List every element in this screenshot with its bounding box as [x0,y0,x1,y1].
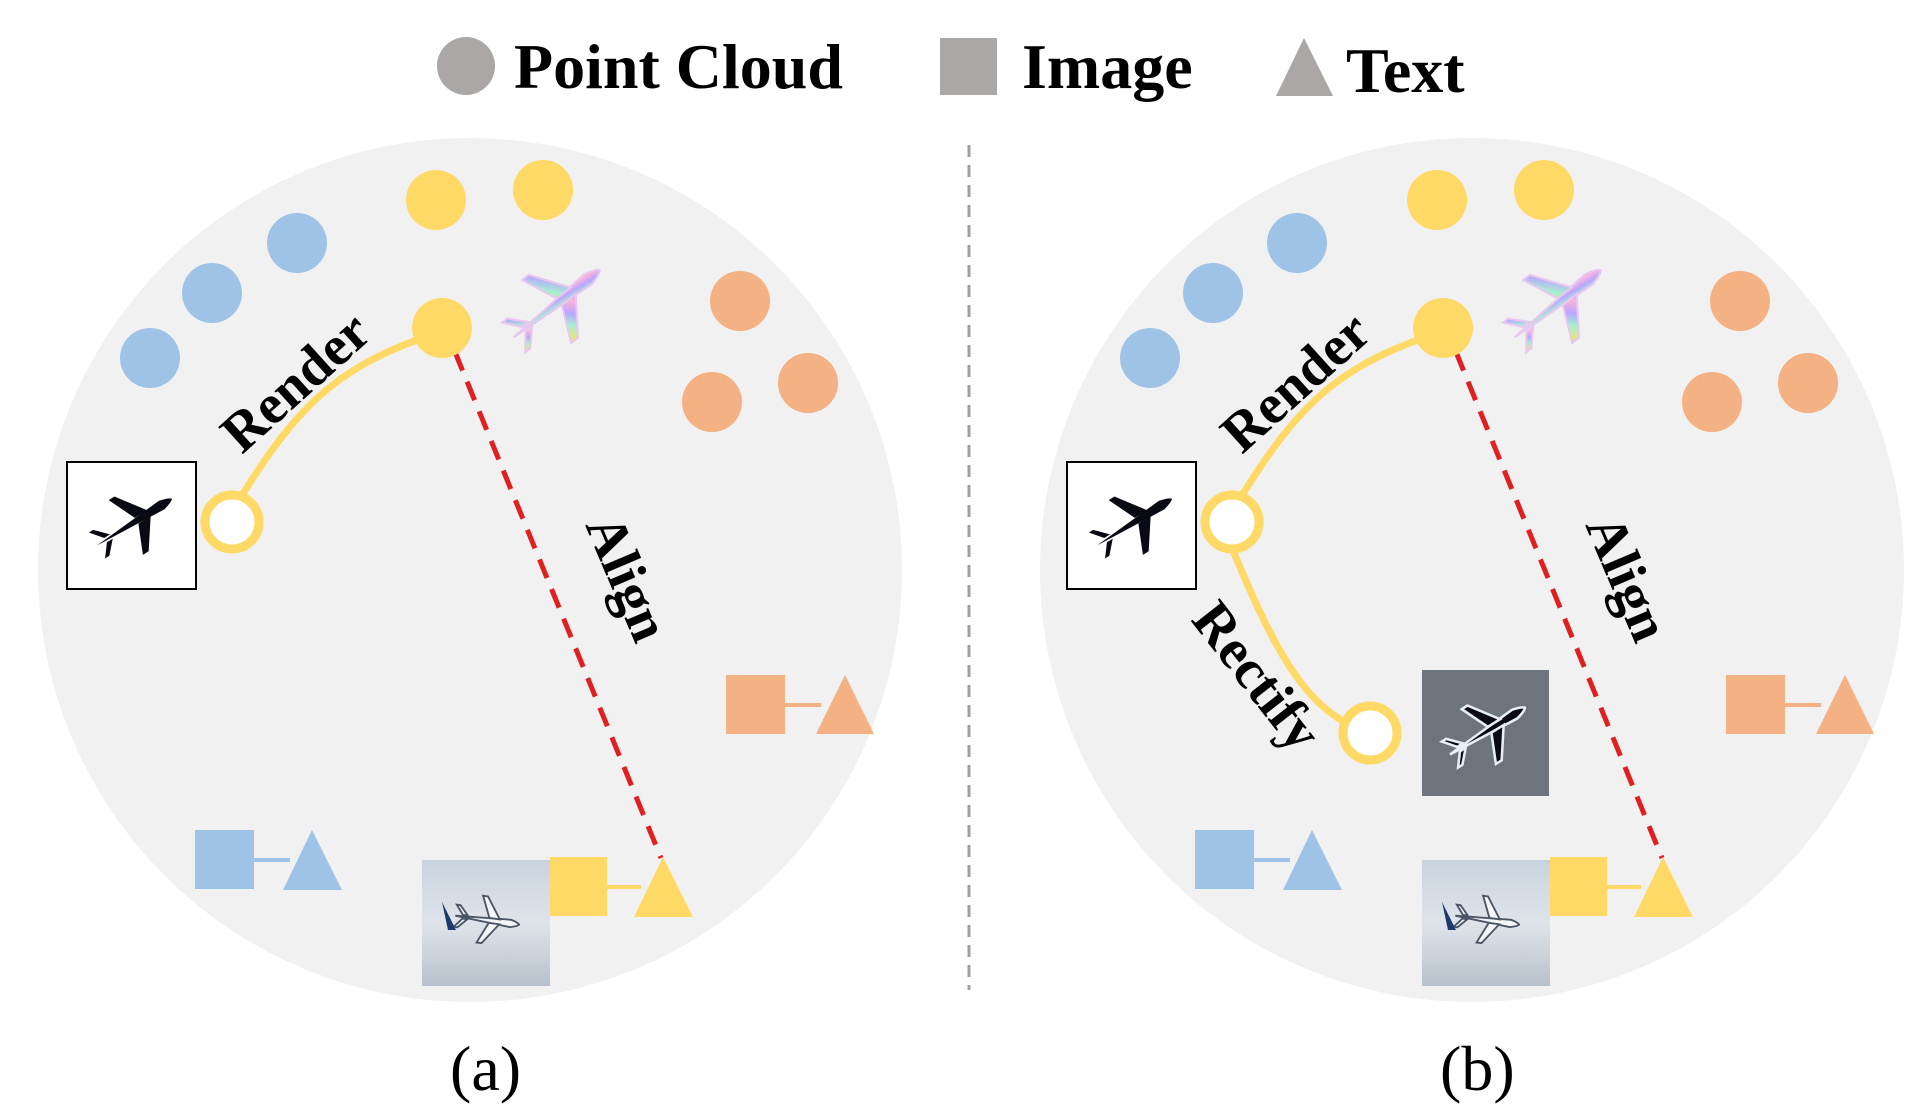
orange-point-cloud [682,372,742,432]
rectified-image-node [1338,701,1402,765]
render-curve [233,327,444,507]
yellow-point-cloud [1514,160,1574,220]
blue-point-cloud [1120,328,1180,388]
yellow-point-cloud [1407,170,1467,230]
render-curve [1233,327,1445,507]
legend-text-label: Text [1346,35,1465,106]
blue-image-text-pair [195,830,342,890]
orange-point-cloud [778,353,838,413]
legend-image-label: Image [1022,31,1193,102]
panel-b: Render Align Rectify (b) [1040,138,1904,1104]
airplane-photo-icon [422,860,550,986]
blue-point-cloud [1183,263,1243,323]
blue-image-text-pair [1195,830,1342,890]
anchor-point-cloud [1413,298,1473,358]
embedding-space-circle [38,138,902,1002]
yellow-point-cloud [406,170,466,230]
orange-image-text-pair [726,675,874,734]
image-legend-icon [940,38,997,95]
legend-image: Image [940,31,1193,102]
rendered-silhouette-box [1066,461,1197,590]
orange-point-cloud [1682,372,1742,432]
orange-image-text-pair [1726,675,1874,734]
rendered-image-node [200,490,264,554]
align-line [1453,351,1665,859]
blue-point-cloud [267,213,327,273]
blue-point-cloud [1267,213,1327,273]
rectified-image-box [1422,670,1549,796]
orange-point-cloud [710,271,770,331]
text-legend-icon [1276,38,1333,96]
orange-point-cloud [1778,353,1838,413]
blue-point-cloud [182,263,242,323]
yellow-point-cloud [513,160,573,220]
orange-point-cloud [1710,271,1770,331]
align-line [452,351,664,859]
blue-point-cloud [120,328,180,388]
rectify-curve [1228,546,1352,729]
panel-a-label: (a) [450,1033,521,1104]
legend-point-cloud-label: Point Cloud [514,31,843,102]
point-cloud-legend-icon [437,37,495,95]
anchor-point-cloud [412,298,472,358]
legend-text-item: Text [1276,35,1465,106]
yellow-image-text-pair [550,857,693,917]
yellow-image-text-pair [1550,857,1693,917]
rendered-image-node [1200,490,1264,554]
legend: Point Cloud Image Text [437,31,1465,106]
rendered-silhouette-box [66,461,197,590]
embedding-space-circle [1040,138,1904,1002]
panel-b-label: (b) [1440,1033,1515,1104]
airplane-photo-icon [1422,860,1550,986]
panel-a: Render Align (a) [38,138,902,1104]
legend-point-cloud: Point Cloud [437,31,843,102]
